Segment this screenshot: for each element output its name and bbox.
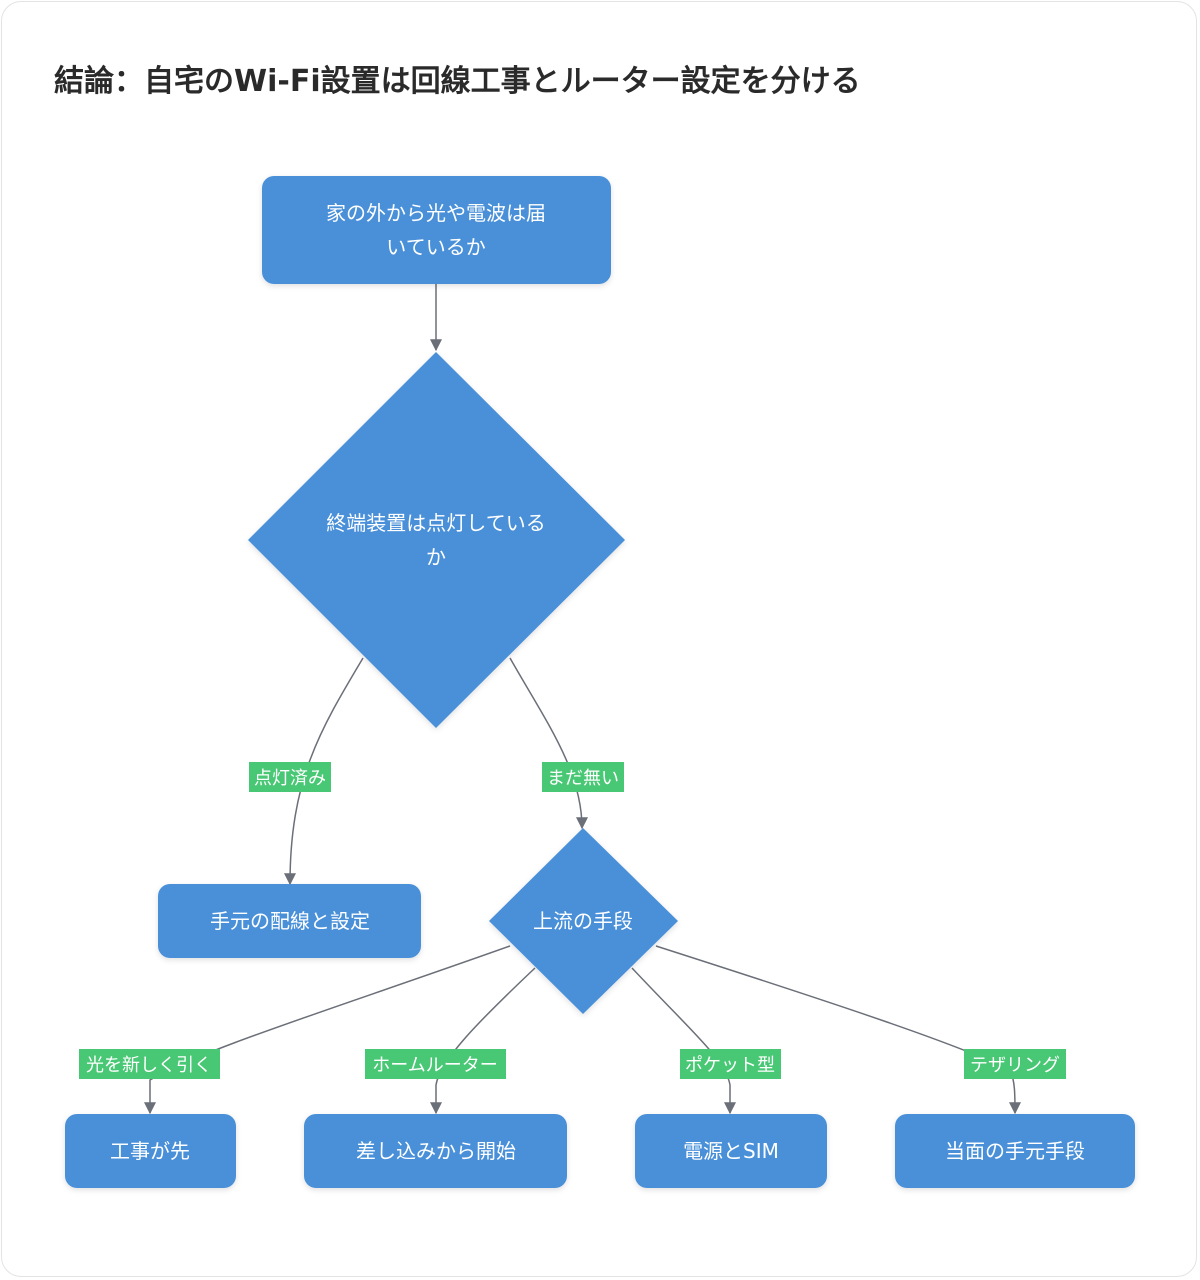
edge-label-pocket-text: ポケット型	[685, 1055, 775, 1076]
node-terminal-check: 終端装置は点灯している か	[248, 352, 625, 728]
node-plug-in: 差し込みから開始	[304, 1114, 567, 1188]
edge-label-not-yet: まだ無い	[542, 762, 624, 792]
edge-upstream-to-power	[631, 967, 736, 1115]
node-power-sim: 電源とSIM	[635, 1114, 827, 1188]
node-plug-in-label: 差し込みから開始	[356, 1139, 516, 1163]
page-title: 結論：自宅のWi-Fi設置は回線工事とルーター設定を分ける	[54, 64, 861, 99]
node-upstream-label: 上流の手段	[533, 909, 633, 933]
edge-terminal-to-upstream	[509, 657, 588, 830]
node-start-line1: 家の外から光や電波は届	[326, 201, 546, 225]
node-construction: 工事が先	[65, 1114, 236, 1188]
edge-upstream-to-plugin	[430, 967, 536, 1115]
node-terminal-line2: か	[426, 545, 446, 569]
edge-label-lit-text: 点灯済み	[254, 768, 326, 789]
edge-label-not-yet-text: まだ無い	[547, 768, 619, 789]
edge-label-tethering-text: テザリング	[970, 1055, 1060, 1076]
node-start: 家の外から光や電波は届 いているか	[262, 176, 611, 284]
edge-upstream-to-temporary	[655, 945, 1021, 1115]
node-power-sim-label: 電源とSIM	[683, 1139, 779, 1163]
edge-label-lit: 点灯済み	[249, 762, 331, 792]
edge-label-home-router: ホームルーター	[365, 1049, 506, 1079]
node-start-line2: いているか	[386, 235, 485, 259]
node-temporary-label: 当面の手元手段	[945, 1139, 1085, 1163]
node-temporary: 当面の手元手段	[895, 1114, 1135, 1188]
node-upstream: 上流の手段	[489, 828, 678, 1014]
edge-label-pocket: ポケット型	[680, 1049, 781, 1079]
edge-label-new-line: 光を新しく引く	[79, 1049, 220, 1079]
edge-terminal-to-local	[284, 657, 364, 886]
node-local-setup-label: 手元の配線と設定	[210, 909, 370, 933]
edge-label-tethering: テザリング	[964, 1049, 1066, 1079]
edge-label-home-router-text: ホームルーター	[372, 1055, 497, 1076]
node-terminal-line1: 終端装置は点灯している	[326, 511, 545, 535]
edge-label-new-line-text: 光を新しく引く	[86, 1055, 212, 1076]
edge-upstream-to-construction	[144, 945, 511, 1115]
node-construction-label: 工事が先	[110, 1139, 190, 1163]
node-local-setup: 手元の配線と設定	[158, 884, 421, 958]
